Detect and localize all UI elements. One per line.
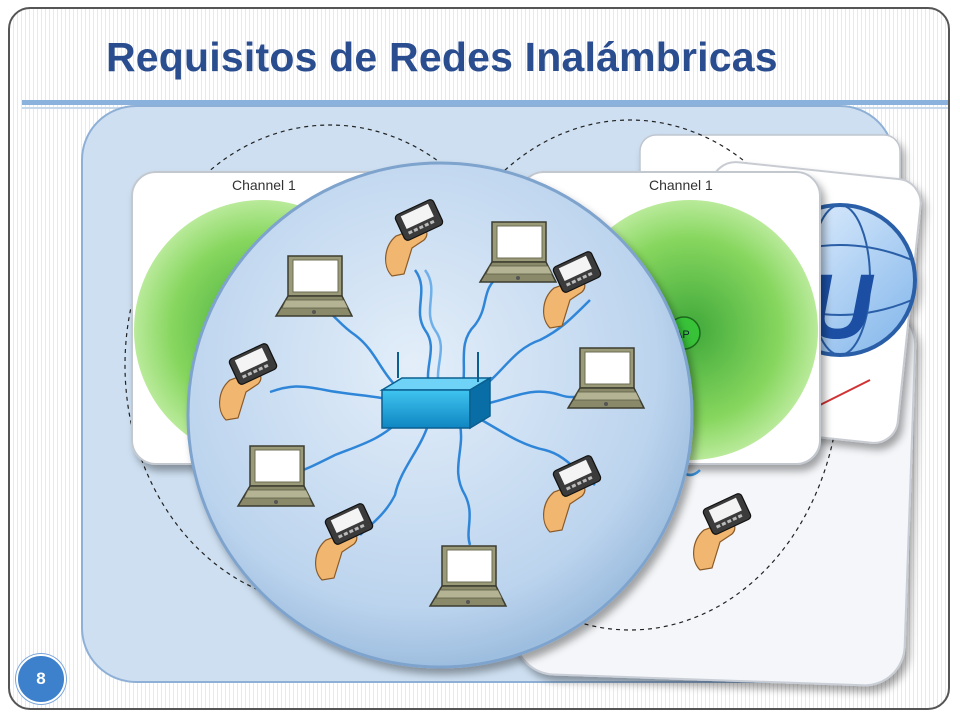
channel-label-right: Channel 1 (649, 177, 713, 193)
laptop-icon (429, 545, 507, 607)
laptop-icon (479, 221, 557, 283)
laptop-icon (275, 255, 353, 317)
title-rule (22, 100, 948, 105)
wireless-access-point-icon (379, 352, 493, 430)
slide-title: Requisitos de Redes Inalámbricas (106, 34, 778, 80)
slide-number-badge: 8 (16, 654, 66, 704)
laptop-icon (237, 445, 315, 507)
channel-label-left: Channel 1 (232, 177, 296, 193)
laptop-icon (567, 347, 645, 409)
